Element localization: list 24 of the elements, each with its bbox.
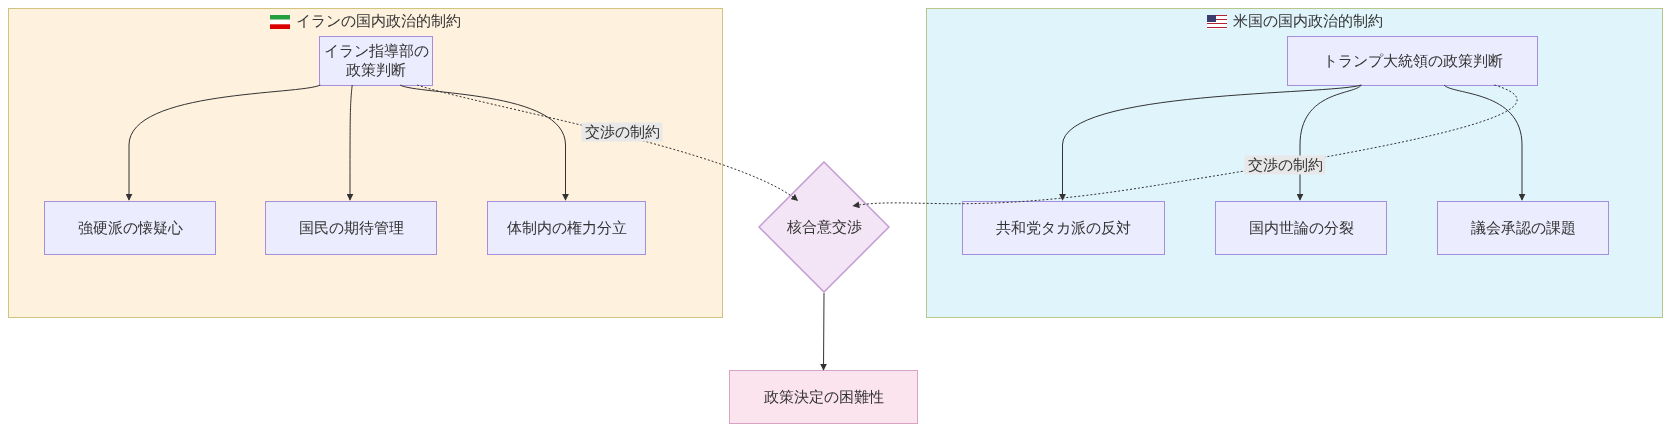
group-panel: [8, 8, 723, 318]
arrow: [346, 84, 354, 201]
group-title: イランの国内政治的制約: [296, 12, 461, 31]
arrow: [125, 84, 321, 201]
arrow: [852, 84, 1518, 209]
group-panel: [926, 8, 1663, 318]
group-title: 米国の国内政治的制約: [1232, 12, 1383, 31]
arrow: [1059, 84, 1362, 201]
arrow: [1443, 84, 1526, 201]
process-box: トランプ大統領の政策判断: [1287, 36, 1538, 86]
process-box: 政策決定の困難性: [729, 370, 918, 424]
edge-label: 交渉の制約: [581, 122, 663, 142]
process-box: 国内世論の分裂: [1215, 201, 1387, 255]
process-box: 体制内の権力分立: [487, 201, 646, 255]
process-box: 国民の期待管理: [265, 201, 437, 255]
edge-label: 交渉の制約: [1244, 155, 1326, 175]
arrow: [1296, 84, 1362, 201]
arrow: [820, 292, 828, 371]
process-box: 強硬派の懐疑心: [44, 201, 216, 255]
process-box: 共和党タカ派の反対: [962, 201, 1165, 255]
decision-diamond: 核合意交渉: [758, 161, 890, 293]
process-box: イラン指導部の政策判断: [319, 36, 433, 86]
process-box: 議会承認の課題: [1437, 201, 1609, 255]
arrow: [399, 84, 569, 201]
